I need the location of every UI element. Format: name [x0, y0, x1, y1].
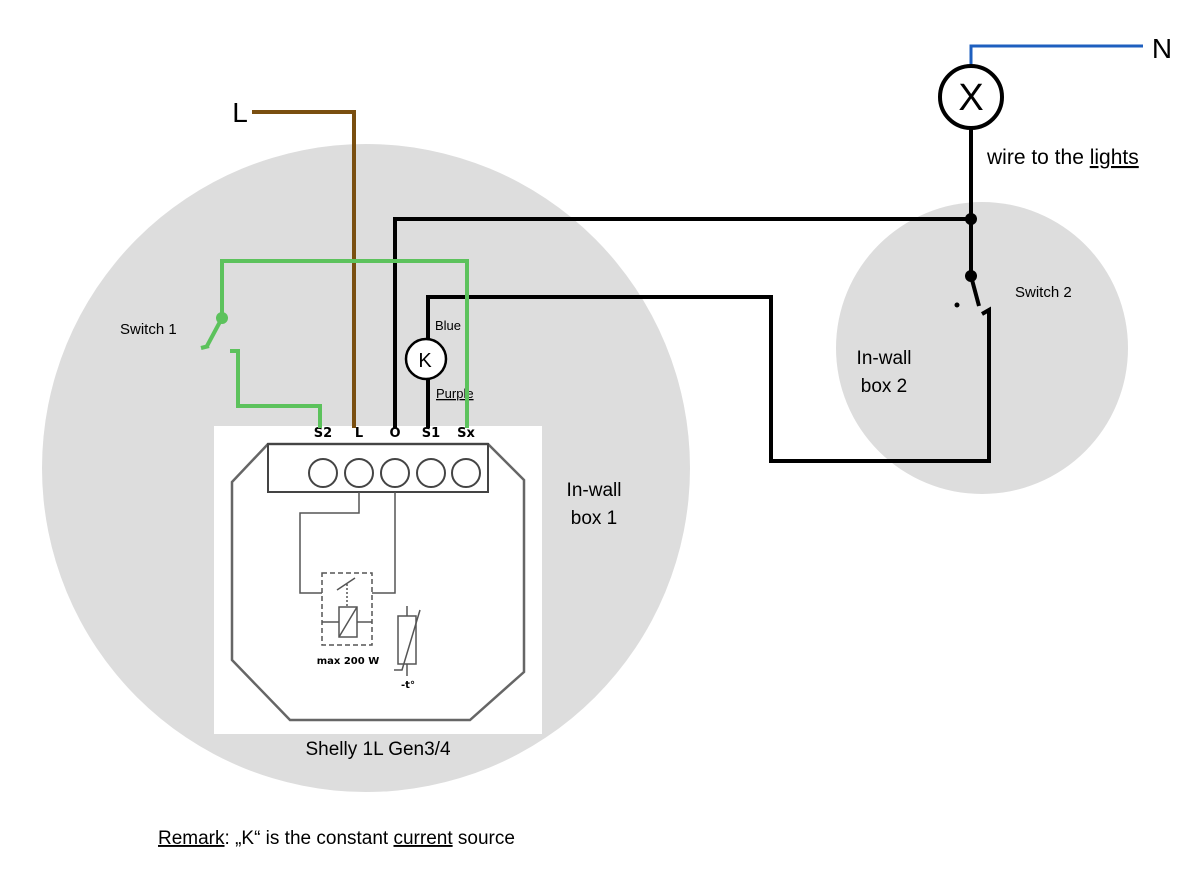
switch1-label: Switch 1	[120, 321, 177, 338]
internal-circuit	[299, 492, 421, 676]
lights-wire-label: wire to the lights	[986, 146, 1139, 169]
terminal-label-o: O	[389, 426, 400, 441]
internal-wire-o	[372, 492, 396, 594]
terminal-screws	[308, 458, 481, 488]
remark-word: Remark	[158, 828, 225, 849]
remark-current: current	[393, 828, 453, 849]
internal-wire-l	[299, 492, 360, 594]
s2-wire	[230, 349, 322, 428]
box1-label-line2: box 1	[571, 508, 617, 529]
terminal-screw	[380, 458, 410, 488]
temperature-label: -t°	[401, 680, 415, 691]
terminal-label-sx: Sx	[457, 426, 475, 441]
sx-wire	[220, 259, 469, 428]
remark-text: Remark: „K“ is the constant current sour…	[158, 828, 515, 849]
terminal-block	[267, 443, 489, 493]
shelly-device-panel	[214, 426, 542, 734]
output-wire	[393, 217, 971, 428]
switch1-lever	[205, 317, 224, 347]
neutral-label: N	[1152, 33, 1172, 64]
switch2-lever	[969, 275, 981, 307]
switch2-contact-dot	[954, 302, 960, 308]
box1-label-line1: In-wall	[567, 480, 622, 501]
switch1-lever-tip	[200, 344, 210, 350]
shelly-device-outline	[230, 442, 526, 722]
terminal-screw	[416, 458, 446, 488]
box2-label-line2: box 2	[861, 376, 907, 397]
line-label: L	[232, 97, 248, 128]
remark-mid: : „K“ is the constant	[225, 828, 394, 849]
thermistor-diag	[394, 609, 421, 671]
relay-dashed-box	[321, 572, 373, 646]
terminal-label-s1: S1	[422, 426, 440, 441]
neutral-wire	[969, 44, 1143, 72]
k-symbol-label: K	[418, 350, 432, 372]
terminal-screw	[308, 458, 338, 488]
device-name-label: Shelly 1L Gen3/4	[305, 739, 450, 760]
relay-contact	[336, 577, 356, 591]
blue-label: Blue	[435, 318, 461, 333]
lamp-label: X	[958, 77, 983, 119]
max-power-label: max 200 W	[317, 656, 380, 667]
in-wall-box-2	[836, 202, 1128, 494]
terminal-screw	[451, 458, 481, 488]
line-wire	[252, 110, 356, 428]
relay-coil-diag	[338, 606, 358, 638]
switch2-label: Switch 2	[1015, 284, 1072, 301]
terminal-label-s2: S2	[314, 426, 332, 441]
terminal-screw	[344, 458, 374, 488]
terminal-label-l: L	[355, 426, 363, 441]
switch2-return-wire	[426, 295, 991, 463]
purple-label: Purple	[436, 386, 474, 401]
remark-end: source	[453, 828, 515, 849]
constant-current-source	[404, 337, 448, 381]
lamp-symbol: X	[938, 64, 1004, 130]
box2-label-line1: In-wall	[857, 348, 912, 369]
